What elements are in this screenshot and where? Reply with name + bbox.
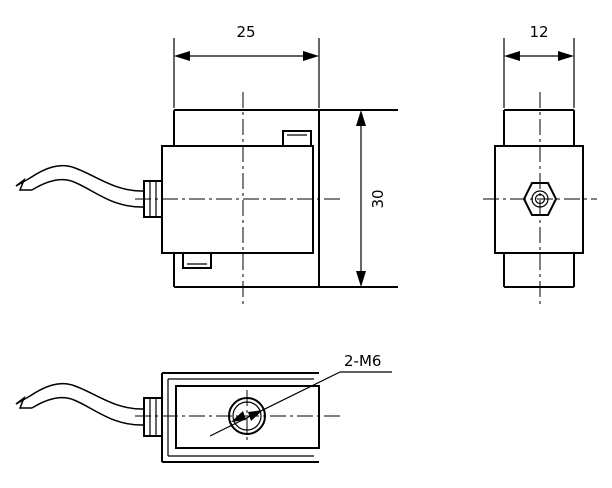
depth-dimension: 12 <box>503 23 575 108</box>
side-view: 12 <box>483 23 597 305</box>
front-view: 25 30 <box>15 23 398 305</box>
front-bottom-tab <box>182 252 212 269</box>
width-dimension-label: 25 <box>236 23 255 41</box>
height-dimension: 30 <box>356 110 387 287</box>
top-lead-wires <box>15 382 145 426</box>
thread-callout-label: 2-M6 <box>344 352 381 370</box>
thread-callout: 2-M6 <box>209 352 392 437</box>
front-lead-wires <box>15 164 145 208</box>
width-dimension: 25 <box>173 23 320 108</box>
front-top-tab <box>282 130 312 147</box>
depth-dimension-label: 12 <box>529 23 548 41</box>
top-frame <box>161 372 319 463</box>
top-lead-outlet <box>143 397 163 437</box>
top-view: 2-M6 <box>15 352 392 463</box>
height-dimension-label: 30 <box>369 189 387 208</box>
side-frame <box>503 109 575 288</box>
top-coil-body <box>175 385 320 449</box>
